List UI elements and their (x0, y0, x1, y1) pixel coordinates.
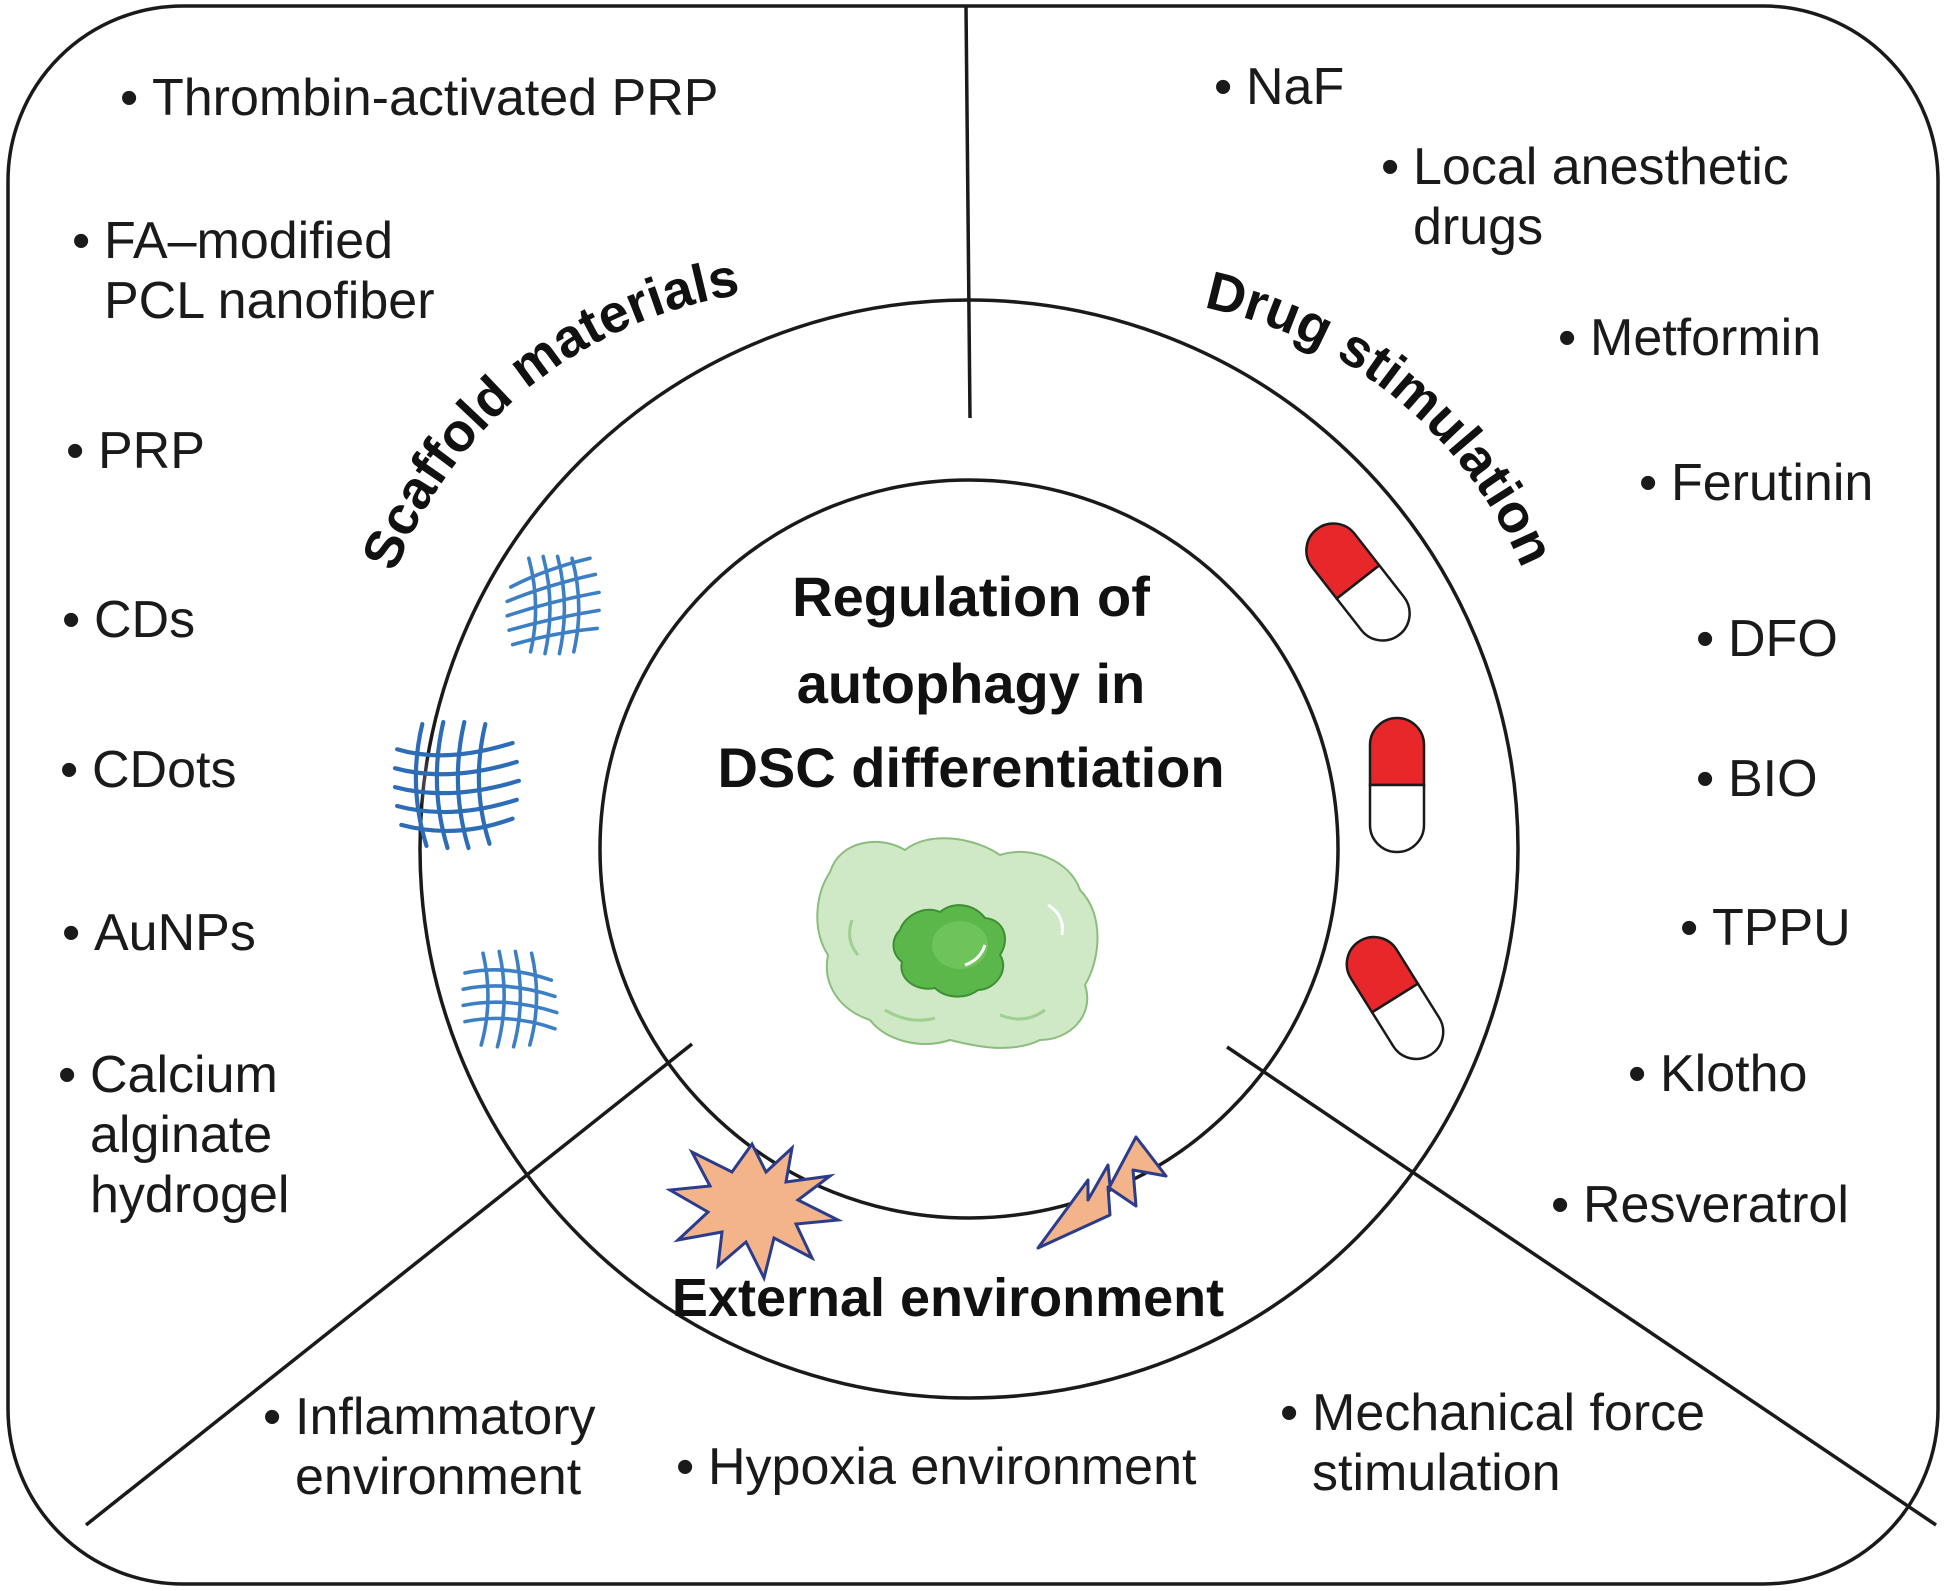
bullet-icon: • (120, 69, 138, 127)
scaffold-item-line: CDs (94, 591, 195, 649)
pill-capsule-icon (1368, 716, 1426, 854)
scaffold-item-line: PRP (98, 422, 205, 480)
environment-item: •Hypoxia environment (676, 1438, 1197, 1496)
drug-item-line: Ferutinin (1671, 454, 1873, 512)
bullet-icon: • (1639, 454, 1657, 512)
drug-item-line: BIO (1728, 750, 1818, 808)
drug-item: •NaF (1214, 58, 1344, 116)
bullet-icon: • (60, 741, 78, 799)
middle-ring (418, 298, 1520, 1400)
environment-item-line: stimulation (1312, 1444, 1561, 1502)
drug-item: •Resveratrol (1551, 1176, 1849, 1234)
drug-item: •Metformin (1558, 309, 1821, 367)
bullet-icon: • (62, 904, 80, 962)
scaffold-item-line: CDots (92, 741, 236, 799)
bullet-icon: • (676, 1438, 694, 1496)
environment-item-line: Inflammatory (295, 1388, 596, 1446)
center-title: Regulation of autophagy in DSC different… (717, 565, 1224, 799)
scaffold-item-line: Calcium (90, 1046, 278, 1104)
segment-title-drug: Drug stimulation (1201, 260, 1567, 574)
divider-right (1226, 1045, 1937, 1527)
environment-item-line: environment (295, 1448, 582, 1506)
divider-top (964, 5, 972, 419)
bullet-icon: • (58, 1046, 76, 1104)
bullet-icon: • (72, 212, 90, 270)
center-title-line: autophagy in (797, 652, 1145, 715)
environment-item-line: Mechanical force (1312, 1384, 1705, 1442)
bullet-icon: • (1214, 58, 1232, 116)
scaffold-item-line: Thrombin-activated PRP (152, 69, 718, 127)
bullet-icon: • (62, 591, 80, 649)
scaffold-item-line: AuNPs (94, 904, 256, 962)
bullet-icon: • (1280, 1384, 1298, 1442)
pill-capsule-icon (1305, 522, 1411, 642)
drug-item: •BIO (1696, 750, 1818, 808)
drug-item: •Klotho (1628, 1045, 1807, 1103)
pill-capsule-icon (1345, 935, 1445, 1061)
drug-item-line: Resveratrol (1583, 1176, 1849, 1234)
drug-item: •TPPU (1680, 899, 1851, 957)
scaffold-item: •Thrombin-activated PRP (120, 69, 718, 127)
nanofiber-mesh-icon (461, 949, 559, 1049)
segment-title-environment: External environment (672, 1268, 1224, 1328)
scaffold-item: •CDs (62, 591, 195, 649)
drug-item: •Ferutinin (1639, 454, 1873, 512)
bullet-icon: • (1680, 899, 1698, 957)
outer-frame (6, 4, 1940, 1586)
bullet-icon: • (1628, 1045, 1646, 1103)
scaffold-item: •CDots (60, 741, 236, 799)
center-title-line: Regulation of (792, 565, 1150, 628)
nanofiber-mesh-icon (392, 719, 521, 851)
bullet-icon: • (1558, 309, 1576, 367)
drug-item-line: TPPU (1712, 899, 1851, 957)
inner-circle (598, 478, 1340, 1220)
bullet-icon: • (1696, 610, 1714, 668)
bullet-icon: • (66, 422, 84, 480)
drug-item-line: drugs (1413, 198, 1543, 256)
lightning-bolt-icon (1036, 1135, 1168, 1250)
drug-item-line: NaF (1246, 58, 1344, 116)
scaffold-item-line: hydrogel (90, 1166, 289, 1224)
scaffold-item-line: FA–modified (104, 212, 393, 270)
scaffold-item: •AuNPs (62, 904, 256, 962)
environment-item-line: Hypoxia environment (708, 1438, 1197, 1496)
bullet-icon: • (1696, 750, 1714, 808)
drug-item-line: Local anesthetic (1413, 138, 1789, 196)
bullet-icon: • (1551, 1176, 1569, 1234)
drug-item-line: DFO (1728, 610, 1838, 668)
center-title-line: DSC differentiation (717, 736, 1224, 799)
bullet-icon: • (263, 1388, 281, 1446)
drug-item-line: Metformin (1590, 309, 1821, 367)
nanofiber-mesh-icon (505, 554, 601, 656)
bullet-icon: • (1381, 138, 1399, 196)
scaffold-item-line: PCL nanofiber (104, 272, 435, 330)
drug-item: •DFO (1696, 610, 1838, 668)
cell-icon (816, 837, 1099, 1049)
divider-left (84, 1042, 694, 1527)
explosion-burst-icon (665, 1141, 844, 1283)
scaffold-item-line: alginate (90, 1106, 272, 1164)
drug-item-line: Klotho (1660, 1045, 1807, 1103)
scaffold-item: •PRP (66, 422, 205, 480)
